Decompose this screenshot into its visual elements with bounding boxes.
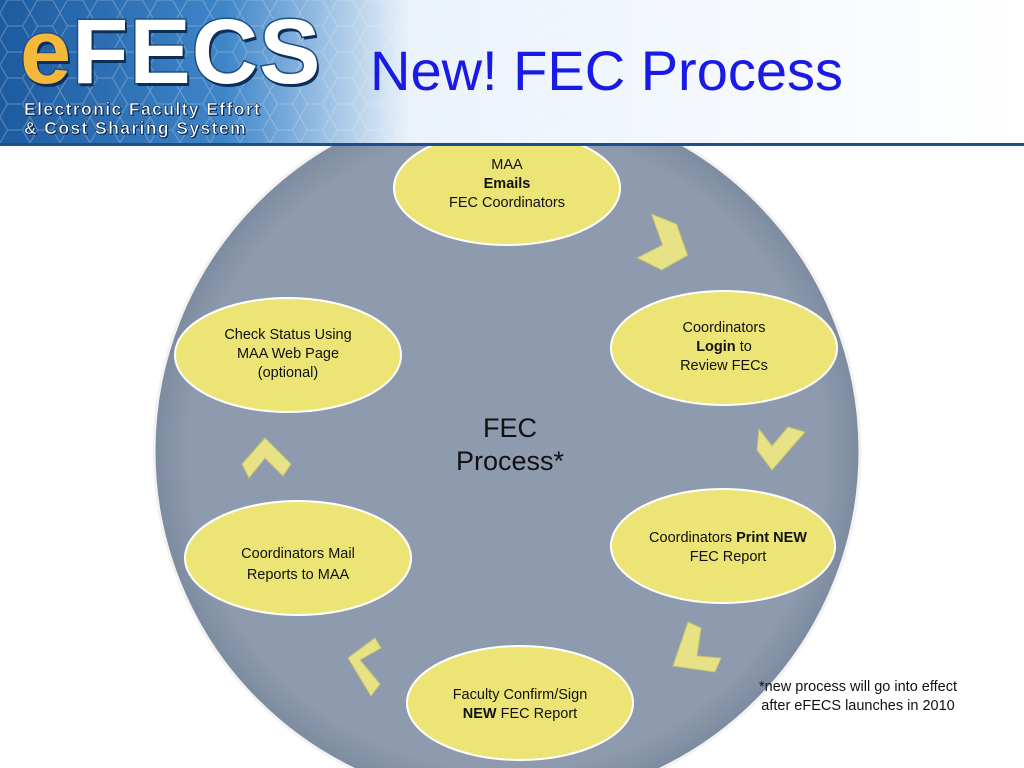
slide-title: New! FEC Process bbox=[370, 39, 843, 102]
step-ellipse-2 bbox=[610, 290, 838, 406]
step-ellipse-4 bbox=[406, 645, 634, 761]
step-ellipse-5 bbox=[184, 500, 412, 616]
step-ellipse-1 bbox=[393, 146, 621, 246]
step-6-label: Check Status Using MAA Web Page (optiona… bbox=[224, 327, 352, 381]
chevron-arrow-5-icon bbox=[241, 437, 292, 479]
diagram-graphics bbox=[152, 146, 862, 768]
step-1-label: MAA Emails FEC Coordinators bbox=[448, 157, 566, 211]
center-label: FEC Process* bbox=[455, 413, 565, 476]
logo-tagline-line1: Electronic Faculty Effort bbox=[24, 99, 262, 120]
footnote: *new process will go into effect after e… bbox=[758, 679, 957, 714]
chevron-arrow-2-icon bbox=[756, 426, 806, 471]
logo-tagline-line2: & Cost Sharing System bbox=[24, 118, 247, 139]
step-5-label: Coordinators Mail Reports to MAA bbox=[241, 546, 355, 583]
chevron-arrow-4-icon bbox=[347, 637, 382, 697]
step-3-label: Coordinators Print NEW FEC Report bbox=[649, 530, 807, 565]
chevron-arrow-3-icon bbox=[672, 621, 722, 673]
step-4-label: Faculty Confirm/Sign NEW FEC Report bbox=[452, 687, 588, 722]
header-banner: eFECS Electronic Faculty Effort & Cost S… bbox=[0, 0, 1024, 146]
banner-background bbox=[0, 0, 1024, 146]
step-2-label: Coordinators Login to Review FECs bbox=[680, 320, 768, 374]
step-ellipse-3 bbox=[610, 488, 836, 604]
step-ellipse-6 bbox=[174, 297, 402, 413]
efecs-logo: eFECS bbox=[18, 1, 322, 104]
chevron-arrow-1-icon bbox=[636, 213, 689, 271]
fec-process-diagram: MAA Emails FEC Coordinators Coordinators… bbox=[0, 146, 1024, 768]
